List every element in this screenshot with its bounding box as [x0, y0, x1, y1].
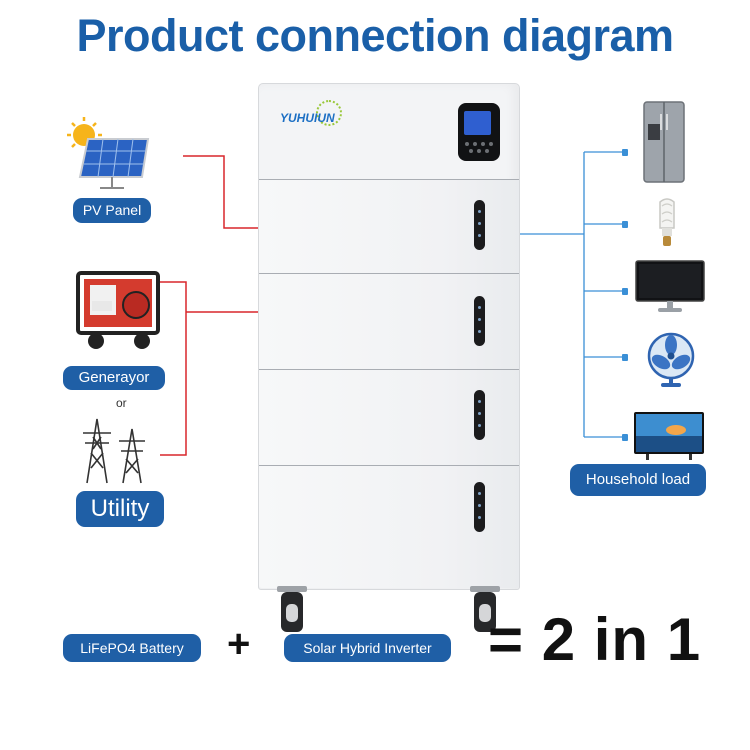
control-buttons [462, 140, 496, 156]
pv-wire [183, 156, 258, 228]
battery-module [259, 273, 519, 370]
plug-icon [622, 434, 628, 441]
generator-icon [72, 265, 162, 355]
household-load-label: Household load [570, 464, 706, 496]
plug-icon [622, 354, 628, 361]
generator-label: Generayor [63, 366, 165, 390]
utility-label: Utility [76, 491, 164, 527]
battery-module [259, 465, 519, 588]
transmission-tower-icon [73, 413, 158, 485]
monitor-icon [634, 259, 706, 315]
brand-logo: YUHUIUN [280, 111, 335, 125]
wheel [281, 592, 303, 632]
module-handle [474, 200, 485, 250]
generator-wire [160, 282, 186, 455]
battery-module [259, 369, 519, 466]
module-handle [474, 482, 485, 532]
pv-panel-label: PV Panel [73, 198, 151, 223]
battery-module [259, 179, 519, 274]
inverter-label: Solar Hybrid Inverter [284, 634, 451, 662]
fan-icon [643, 332, 699, 388]
light-bulb-icon [652, 198, 682, 250]
module-handle [474, 390, 485, 440]
television-icon [632, 410, 706, 462]
refrigerator-icon [640, 100, 690, 184]
battery-label: LiFePO4 Battery [63, 634, 201, 662]
plug-icon [622, 221, 628, 228]
solar-panel-icon [62, 115, 152, 195]
lcd-screen [464, 111, 491, 135]
or-label: or [116, 396, 127, 410]
plug-icon [622, 149, 628, 156]
plug-icon [622, 288, 628, 295]
plus-sign: + [227, 622, 250, 667]
module-handle [474, 296, 485, 346]
two-in-one-text: = 2 in 1 [488, 605, 701, 674]
